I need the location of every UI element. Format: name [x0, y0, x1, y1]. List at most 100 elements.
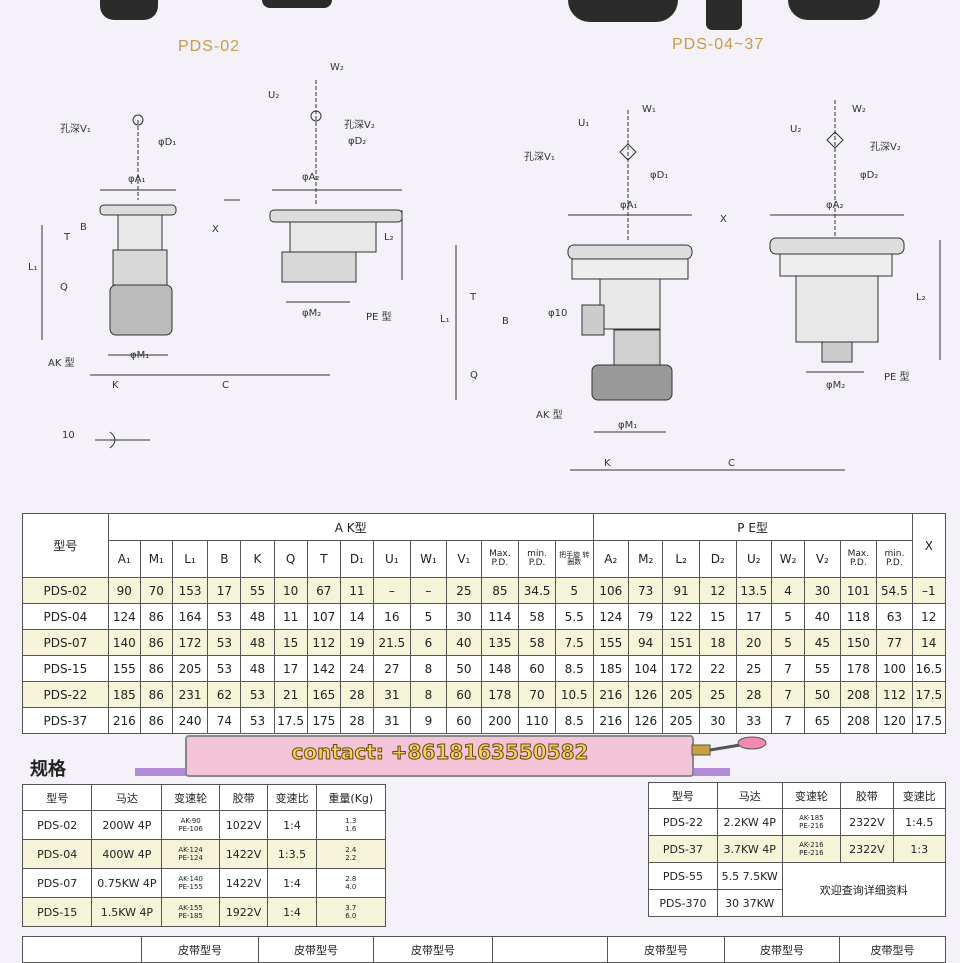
technical-drawing: W₂ U₂ 孔深V₂ 孔深V₁ φD₂ φD₁ φA₁ φA₂ X T B L₁…	[28, 62, 941, 471]
model-cell: PDS-37	[648, 835, 718, 863]
table-cell: 60	[446, 707, 482, 734]
table-cell: 8	[409, 681, 448, 708]
label-w1: W₁	[642, 104, 656, 115]
table-cell: 91	[662, 577, 700, 604]
table-cell: 178	[480, 681, 520, 708]
label-bb: B	[502, 316, 509, 327]
model-cell: PDS-02	[21, 810, 93, 840]
table-cell: 63	[876, 603, 913, 630]
column-header: 变速比	[267, 784, 317, 811]
table-cell: 50	[446, 655, 482, 682]
table-cell: 85	[480, 577, 520, 604]
table-cell: 126	[628, 681, 664, 708]
pe-header: P E型	[592, 513, 913, 541]
table-cell: 90	[107, 577, 141, 604]
belt-header: 皮带型号	[141, 936, 259, 963]
table-cell: 77	[876, 629, 913, 656]
belt-header: 皮带型号	[258, 936, 374, 963]
label-l2: L₂	[384, 232, 394, 243]
table-cell: 5	[770, 629, 806, 656]
table-cell: 1.5KW 4P	[91, 897, 163, 927]
column-header: V₂	[804, 540, 841, 578]
table-cell: 120	[876, 707, 913, 734]
label-xb: X	[720, 214, 727, 225]
table-cell: 17.5	[911, 707, 947, 734]
weight-value: 1.6	[345, 825, 357, 833]
table-cell: 53	[207, 655, 242, 682]
label-phi10: φ10	[548, 308, 567, 319]
table-cell: 8.5	[554, 707, 594, 734]
table-cell: 19	[339, 629, 375, 656]
table-cell: 7.5	[554, 629, 594, 656]
column-header: 重量(Kg)	[315, 784, 387, 811]
table-cell: 172	[171, 629, 209, 656]
table-cell: 58	[518, 603, 556, 630]
label-pe: PE 型	[366, 310, 392, 323]
table-cell: 110	[518, 707, 556, 734]
table-cell: 30	[698, 707, 737, 734]
column-header: L₂	[662, 540, 700, 578]
table-cell: 6	[409, 629, 448, 656]
model-cell: PDS-07	[22, 629, 109, 656]
column-header: D₁	[339, 540, 375, 578]
table-cell: 53	[207, 603, 242, 630]
pulley-value: AK-185	[799, 814, 824, 822]
table-cell: 9	[409, 707, 448, 734]
table-cell: 21	[273, 681, 308, 708]
label-q: Q	[60, 282, 68, 293]
table-cell: 55	[804, 655, 841, 682]
belt-header: 皮带型号	[607, 936, 725, 963]
table-cell: 73	[628, 577, 664, 604]
model-cell: PDS-22	[22, 681, 109, 708]
column-header: D₂	[698, 540, 737, 578]
table-cell: 118	[839, 603, 878, 630]
table-cell: 30	[804, 577, 841, 604]
model-cell: PDS-22	[648, 808, 718, 836]
table-cell: 216	[592, 707, 630, 734]
model-cell: PDS-04	[22, 603, 109, 630]
table-cell: 175	[306, 707, 341, 734]
table-cell: 1422V	[218, 868, 269, 898]
spec-title: 规格	[30, 759, 66, 780]
table-cell: 86	[139, 655, 173, 682]
table-cell: 3.7KW 4P	[716, 835, 783, 863]
table-cell: 112	[306, 629, 341, 656]
weight-value: 4.0	[345, 883, 357, 891]
table-cell: 148	[480, 655, 520, 682]
table-cell: 205	[662, 681, 700, 708]
model-cell: PDS-370	[648, 889, 718, 917]
table-cell: 18	[698, 629, 737, 656]
table-cell: 135	[480, 629, 520, 656]
label-t: T	[63, 232, 71, 243]
label-m2b: φM₂	[826, 380, 845, 391]
column-header: A₁	[107, 540, 141, 578]
table-cell: 153	[171, 577, 209, 604]
table-cell: 216	[107, 707, 141, 734]
table-cell: 30 37KW	[716, 889, 783, 917]
label-m1: φM₁	[130, 350, 149, 361]
weight-value: 2.8	[345, 875, 357, 883]
table-cell: 86	[139, 681, 173, 708]
label-m2: φM₂	[302, 308, 321, 319]
table-cell: 15	[273, 629, 308, 656]
table-cell: 48	[240, 629, 275, 656]
table-cell: 205	[662, 707, 700, 734]
table-cell: 70	[518, 681, 556, 708]
table-cell: 112	[876, 681, 913, 708]
pulley-value: AK-124	[178, 846, 203, 854]
column-header: 变速轮	[161, 784, 220, 811]
table-cell: 164	[171, 603, 209, 630]
table-cell: 1:4	[267, 868, 317, 898]
table-cell: 2.2KW 4P	[716, 808, 783, 836]
